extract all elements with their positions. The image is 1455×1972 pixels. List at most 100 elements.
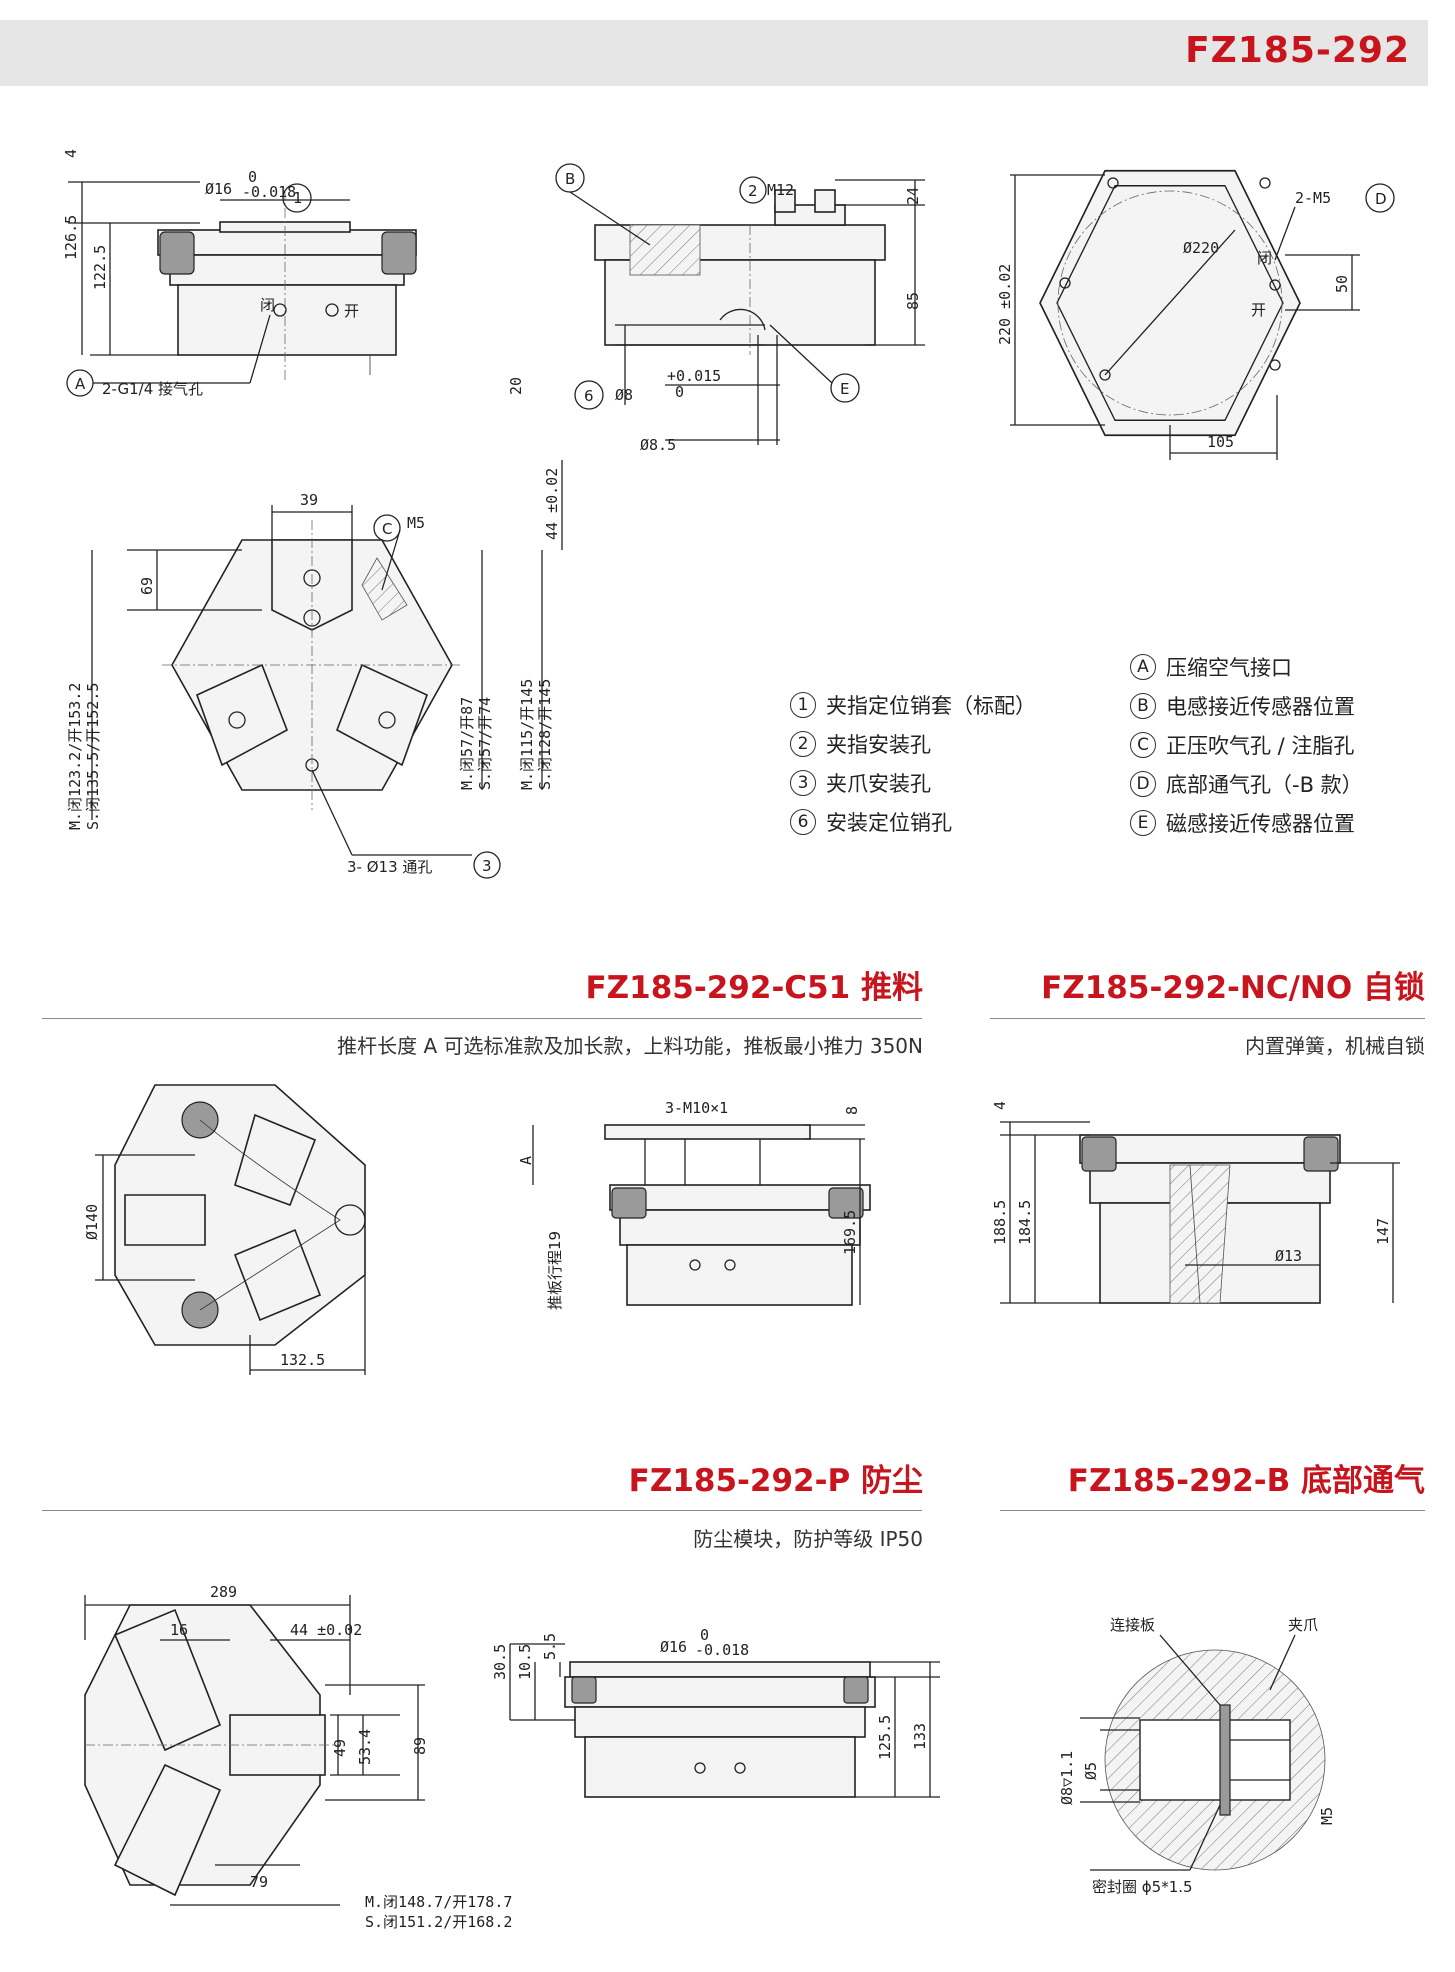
legend-item-A: A 压缩空气接口 bbox=[1130, 652, 1292, 682]
dim-132: 132.5 bbox=[280, 1351, 325, 1369]
dim-50: 50 bbox=[1333, 275, 1351, 293]
drawing-bottom-view: 39 69 44 ±0.02 C M5 M.闭123.2/开153.2 S.闭1… bbox=[66, 460, 563, 879]
marker-A: A bbox=[75, 375, 86, 393]
legend-mark: C bbox=[1130, 732, 1156, 758]
dim-89: 89 bbox=[411, 1737, 429, 1755]
dim-53: 53.4 bbox=[356, 1729, 374, 1765]
dim-l2a: M.闭57/开87 bbox=[458, 697, 476, 790]
dim-10: 10.5 bbox=[516, 1644, 534, 1680]
dim-b-m5: M5 bbox=[1318, 1807, 1336, 1825]
label-close: 闭 bbox=[260, 296, 275, 314]
dim-m5-c: M5 bbox=[407, 514, 425, 532]
dim-79: 79 bbox=[250, 1873, 268, 1891]
section-divider-b bbox=[1000, 1510, 1425, 1511]
section-desc-c51: 推杆长度 A 可选标准款及加长款，上料功能，推板最小推力 350N bbox=[337, 1034, 923, 1058]
dim-l1a: M.闭123.2/开153.2 bbox=[66, 683, 84, 830]
dim-49: 49 bbox=[331, 1739, 349, 1757]
legend-mark: A bbox=[1130, 654, 1156, 680]
dim-b-d5: Ø5 bbox=[1082, 1762, 1100, 1780]
dim-d13: Ø13 bbox=[1275, 1247, 1302, 1265]
header-bar bbox=[0, 20, 1428, 86]
legend-text: 夹指安装孔 bbox=[826, 733, 931, 757]
section-title-nc: FZ185-292-NC/NO 自锁 bbox=[1041, 970, 1425, 1006]
legend-text: 压缩空气接口 bbox=[1166, 656, 1292, 680]
legend-text: 磁感接近传感器位置 bbox=[1166, 812, 1355, 836]
dim-125: 125.5 bbox=[876, 1715, 894, 1760]
dim-p-d16: Ø16 bbox=[660, 1638, 687, 1656]
dim-220: 220 ±0.02 bbox=[996, 264, 1014, 345]
label-open-top: 开 bbox=[1251, 301, 1266, 319]
dim-188: 188.5 bbox=[991, 1200, 1009, 1245]
dim-44: 44 ±0.02 bbox=[543, 468, 561, 540]
drawing-side-section: 24 85 20 2 M12 B 6 Ø8 +0.015 0 Ø8.5 E bbox=[507, 163, 925, 454]
section-desc-nc: 内置弹簧，机械自锁 bbox=[1245, 1034, 1425, 1058]
legend-text: 底部通气孔（-B 款） bbox=[1166, 773, 1363, 797]
dim-p-l1: M.闭148.7/开178.7 bbox=[365, 1893, 512, 1911]
legend-item-3: 3 夹爪安装孔 bbox=[790, 768, 931, 798]
dim-tol-top: 0 bbox=[248, 168, 257, 186]
dim-height-122: 122.5 bbox=[91, 245, 109, 290]
legend-text: 夹指定位销套（标配） bbox=[826, 694, 1036, 718]
drawing-top-view: Ø220 220 ±0.02 105 50 2-M5 D 闭 开 bbox=[996, 169, 1395, 460]
dim-24: 24 bbox=[904, 187, 922, 205]
dim-tol2: 0 bbox=[675, 383, 684, 401]
dim-105: 105 bbox=[1207, 433, 1234, 451]
legend-item-E: E 磁感接近传感器位置 bbox=[1130, 808, 1355, 838]
label-plate: 连接板 bbox=[1110, 1616, 1155, 1634]
legend-mark: 3 bbox=[790, 770, 816, 796]
label-port: 2-G1/4 接气孔 bbox=[102, 380, 203, 398]
legend-text: 安装定位销孔 bbox=[826, 811, 952, 835]
drawing-c51-top: Ø140 132.5 bbox=[83, 1084, 366, 1375]
label-hole: 3- Ø13 通孔 bbox=[347, 858, 432, 876]
legend-mark: B bbox=[1130, 693, 1156, 719]
dim-p-l2: S.闭151.2/开168.2 bbox=[365, 1913, 512, 1931]
drawing-c51-side: 3-M10×1 8 A 推板行程19 169.5 bbox=[517, 1099, 871, 1310]
model-title: FZ185-292 bbox=[1185, 30, 1410, 71]
marker-6: 6 bbox=[584, 387, 594, 405]
dim-dia16: Ø16 bbox=[205, 180, 232, 198]
dim-b-d8: Ø8▽1.1 bbox=[1058, 1751, 1076, 1805]
legend-mark: 6 bbox=[790, 809, 816, 835]
legend-item-D: D 底部通气孔（-B 款） bbox=[1130, 769, 1363, 799]
dim-69: 69 bbox=[138, 577, 156, 595]
legend-text: 夹爪安装孔 bbox=[826, 772, 931, 796]
dim-p-t1: 0 bbox=[700, 1626, 709, 1644]
legend-mark: 1 bbox=[790, 692, 816, 718]
dim-p-t2: -0.018 bbox=[695, 1641, 749, 1659]
drawing-p-side: 30.5 10.5 5.5 Ø16 0 -0.018 125.5 133 bbox=[491, 1626, 940, 1798]
drawing-p-top: 289 16 44 ±0.02 49 53.4 89 79 M.闭148.7/开… bbox=[84, 1583, 512, 1931]
dim-l3a: M.闭115/开145 bbox=[518, 679, 536, 790]
dim-top-4: 4 bbox=[62, 149, 80, 158]
label-open: 开 bbox=[344, 302, 359, 320]
dim-8: 8 bbox=[843, 1106, 861, 1115]
marker-E: E bbox=[840, 380, 849, 398]
label-close-top: 闭 bbox=[1257, 249, 1272, 267]
legend-mark: 2 bbox=[790, 731, 816, 757]
section-divider-nc bbox=[990, 1018, 1425, 1019]
section-divider-c51 bbox=[42, 1018, 922, 1019]
legend-text: 电感接近传感器位置 bbox=[1166, 695, 1355, 719]
dim-d85: Ø8.5 bbox=[640, 436, 676, 454]
dim-85: 85 bbox=[904, 292, 922, 310]
dim-l1b: S.闭135.5/开152.5 bbox=[84, 683, 102, 830]
dim-l2b: S.闭57/开74 bbox=[476, 697, 494, 790]
dim-20: 20 bbox=[507, 377, 525, 395]
dim-l3b: S.闭128/开145 bbox=[536, 679, 554, 790]
section-desc-p: 防尘模块，防护等级 IP50 bbox=[693, 1527, 923, 1551]
dim-147: 147 bbox=[1374, 1218, 1392, 1245]
legend-mark: D bbox=[1130, 771, 1156, 797]
dim-289: 289 bbox=[210, 1583, 237, 1601]
dim-p16: 16 bbox=[170, 1621, 188, 1639]
dim-m12: M12 bbox=[767, 181, 794, 199]
dim-2m5: 2-M5 bbox=[1295, 189, 1331, 207]
legend-mark: E bbox=[1130, 810, 1156, 836]
drawing-front-view: 126.5 122.5 4 Ø16 0 -0.018 1 闭 开 A 2-G1/… bbox=[62, 149, 417, 398]
dim-39: 39 bbox=[300, 491, 318, 509]
legend-item-2: 2 夹指安装孔 bbox=[790, 729, 931, 759]
marker-D: D bbox=[1375, 190, 1387, 208]
marker-B: B bbox=[565, 170, 575, 188]
dim-m10: 3-M10×1 bbox=[665, 1099, 728, 1117]
marker-2: 2 bbox=[748, 182, 758, 200]
section-title-b: FZ185-292-B 底部通气 bbox=[1067, 1463, 1425, 1499]
dim-d220: Ø220 bbox=[1183, 239, 1219, 257]
